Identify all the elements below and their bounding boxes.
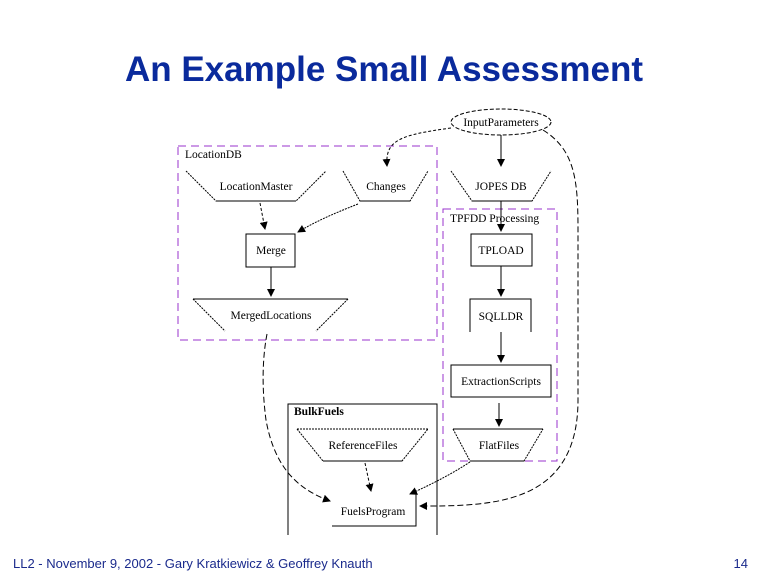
node-sqlldr[interactable]: SQLLDR [469,298,532,332]
slide-title: An Example Small Assessment [124,50,644,89]
cluster-tpfdd-label: TPFDD Processing [450,213,539,225]
node-extraction-scripts[interactable]: ExtractionScripts [450,364,552,398]
edge-flatfiles-to-fuels [409,461,471,495]
node-flat-files-label: FlatFiles [479,440,520,452]
node-reference-files-label: ReferenceFiles [329,440,398,452]
edge-changes-to-merge [297,203,359,233]
node-input-parameters[interactable]: InputParameters [450,108,552,136]
node-location-master-label: LocationMaster [220,181,293,193]
node-input-parameters-label: InputParameters [463,117,539,129]
edge-input-to-fuels [419,129,579,510]
node-flat-files[interactable]: FlatFiles [452,428,544,462]
edges [259,127,579,510]
node-changes[interactable]: Changes [342,170,429,202]
node-fuels-program-label: FuelsProgram [341,506,406,518]
node-merge[interactable]: Merge [245,233,296,268]
node-merge-label: Merge [256,245,286,257]
node-fuels-program[interactable]: FuelsProgram [332,494,417,527]
node-tpload[interactable]: TPLOAD [470,233,533,267]
node-tpload-label: TPLOAD [478,245,523,257]
edge-reffiles-to-fuels [364,462,374,492]
edge-locmaster-to-merge [259,202,268,230]
cluster-location-db: LocationDB [177,145,438,341]
node-merged-locations[interactable]: MergedLocations [192,298,349,332]
cluster-location-db-label: LocationDB [185,149,242,161]
node-sqlldr-label: SQLLDR [479,311,524,323]
slide-page-number: 14 [733,556,748,571]
slide-footer: LL2 - November 9, 2002 - Gary Kratkiewic… [13,556,373,571]
node-merged-locations-label: MergedLocations [231,310,312,322]
node-jopes-db[interactable]: JOPES DB [450,170,552,202]
node-extraction-scripts-label: ExtractionScripts [461,376,541,388]
node-location-master[interactable]: LocationMaster [185,170,327,202]
node-jopes-db-label: JOPES DB [475,181,527,193]
edge-input-to-changes [382,127,452,167]
node-reference-files[interactable]: ReferenceFiles [296,428,429,462]
cluster-bulk-fuels-label: BulkFuels [294,406,344,418]
node-changes-label: Changes [366,181,406,193]
cluster-bulk-fuels: BulkFuels [287,403,438,535]
edge-mergedloc-to-fuels [262,333,331,503]
